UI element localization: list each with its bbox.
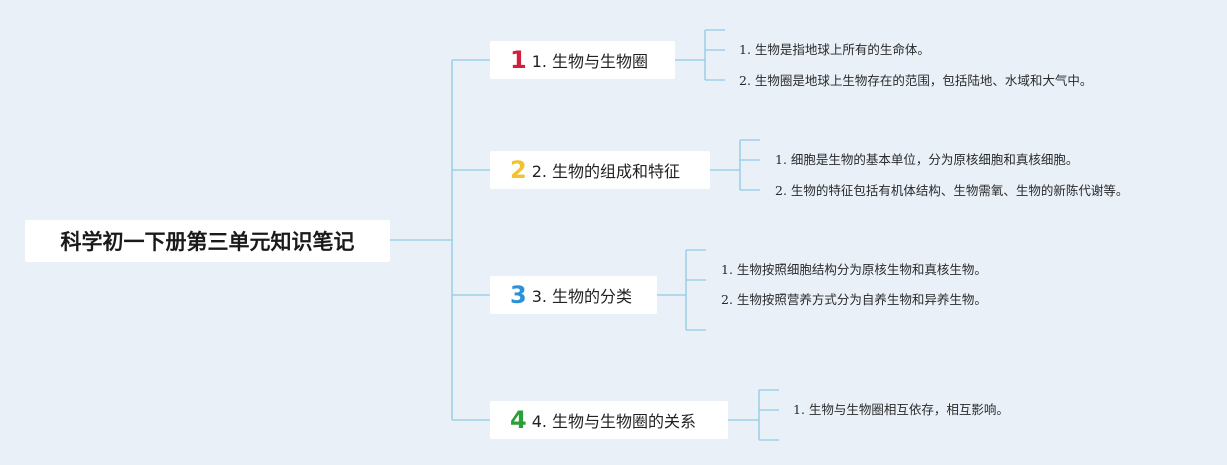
- branch-label: 3. 生物的分类: [531, 287, 633, 306]
- branch-2-item-1: 1. 细胞是生物的基本单位，分为原核细胞和真核细胞。: [775, 152, 1079, 167]
- branch-node-4[interactable]: 4 4. 生物与生物圈的关系: [490, 401, 728, 439]
- branch-label: 4. 生物与生物圈的关系: [531, 412, 697, 431]
- number-two-icon: 2: [510, 156, 527, 184]
- branch-3-item-2: 2. 生物按照营养方式分为自养生物和异养生物。: [721, 292, 987, 307]
- branch-2-item-2: 2. 生物的特征包括有机体结构、生物需氧、生物的新陈代谢等。: [775, 183, 1129, 198]
- branch-1-item-2: 2. 生物圈是地球上生物存在的范围，包括陆地、水域和大气中。: [739, 73, 1093, 88]
- root-node[interactable]: 科学初一下册第三单元知识笔记: [25, 220, 390, 262]
- branch-node-1[interactable]: 1 1. 生物与生物圈: [490, 41, 675, 79]
- branch-node-2[interactable]: 2 2. 生物的组成和特征: [490, 151, 710, 189]
- number-three-icon: 3: [510, 281, 527, 309]
- root-title: 科学初一下册第三单元知识笔记: [60, 230, 355, 254]
- branch-label: 2. 生物的组成和特征: [531, 162, 681, 181]
- branch-3-item-1: 1. 生物按照细胞结构分为原核生物和真核生物。: [721, 262, 987, 277]
- branch-4-item-1: 1. 生物与生物圈相互依存，相互影响。: [793, 402, 1009, 417]
- branch-label: 1. 生物与生物圈: [531, 52, 649, 71]
- number-one-icon: 1: [510, 46, 527, 74]
- number-four-icon: 4: [510, 406, 527, 434]
- branch-1-item-1: 1. 生物是指地球上所有的生命体。: [739, 42, 930, 57]
- branch-node-3[interactable]: 3 3. 生物的分类: [490, 276, 657, 314]
